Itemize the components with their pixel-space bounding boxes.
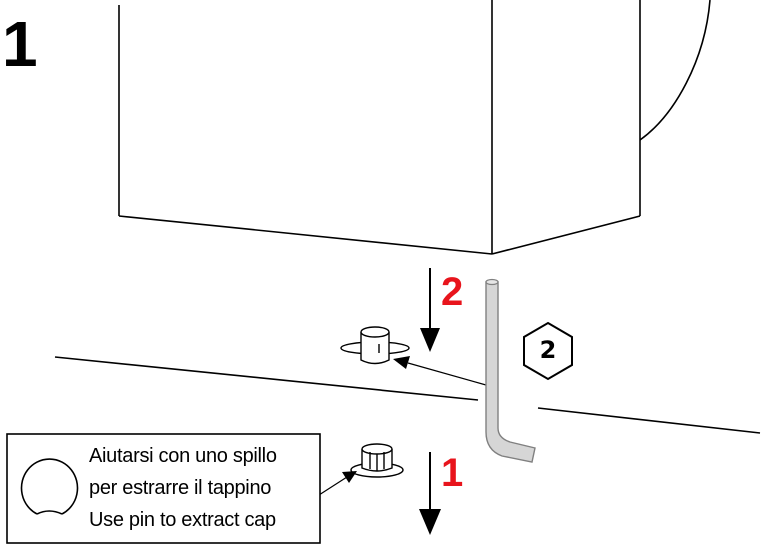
arrow-down-lower [419,452,441,535]
cap [350,443,404,478]
adjustable-foot [340,326,410,365]
floor-line [54,356,761,434]
step-number: 1 [2,8,38,80]
hex-size-label: 2 [539,336,557,364]
cap-top-view-icon [20,458,79,515]
arrow-down-upper [420,268,440,352]
arrow-label-lower: 1 [441,451,464,495]
note-line-1: Aiutarsi con uno spillo [89,445,277,467]
note-line-2: per estrarre il tappino [89,477,272,499]
note-line-3: Use pin to extract cap [89,509,276,531]
allen-key-leader [393,356,487,386]
hex-size-badge [523,321,573,381]
arrow-label-upper: 2 [441,270,464,314]
note-box [6,433,321,544]
appliance-body [118,0,711,255]
allen-key [485,278,536,463]
